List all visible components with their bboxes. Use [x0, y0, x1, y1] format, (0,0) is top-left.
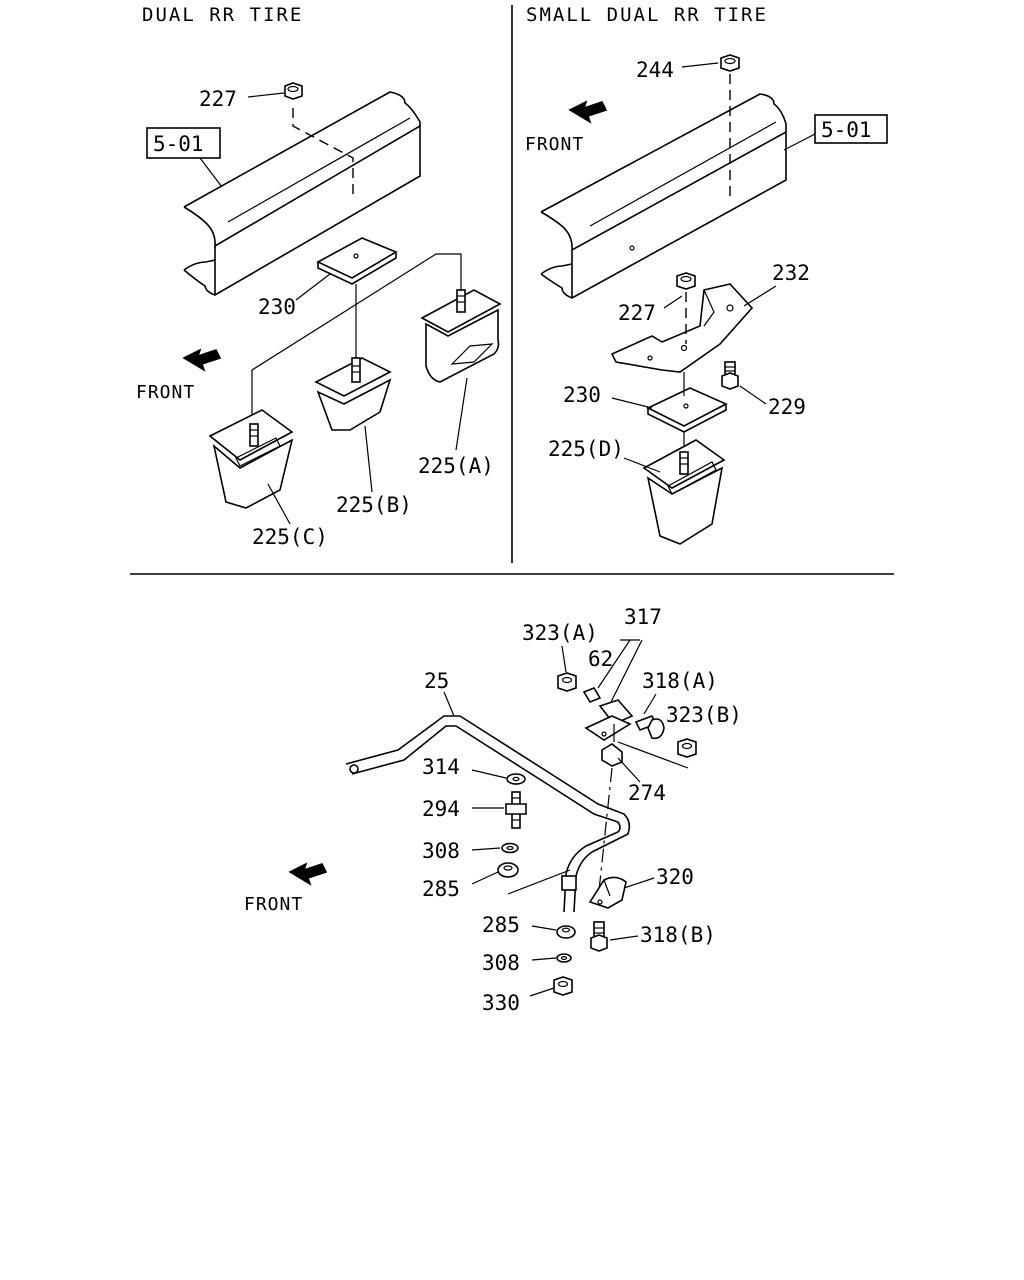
nut-323b: 323(B) — [617, 703, 742, 769]
callout-b320: 320 — [656, 865, 694, 889]
plate-230-right: 230 — [563, 372, 728, 454]
callout-r244: 244 — [636, 58, 674, 82]
bushing-274: 274 — [601, 743, 666, 805]
bushing-285-bottom: 285 — [482, 913, 576, 939]
header-left: DUAL RR TIRE — [142, 4, 303, 26]
stopper-225d: 225(D) — [548, 437, 726, 545]
ref-box-right: 5-01 — [783, 114, 888, 151]
ref-box-left-label: 5-01 — [153, 132, 204, 156]
link-axis — [597, 767, 613, 901]
washer-308-top: 308 — [422, 839, 519, 863]
ref-box-left: 5-01 — [146, 127, 223, 188]
callout-b285a: 285 — [422, 877, 460, 901]
ref-box-right-label: 5-01 — [821, 118, 872, 142]
callout-b294: 294 — [422, 797, 460, 821]
callout-r230: 230 — [563, 383, 601, 407]
plate-230-left: 230 — [258, 237, 398, 358]
bottom-panel: 25 317 323(A) 62 — [244, 605, 742, 1015]
callout-l225b: 225(B) — [336, 493, 412, 517]
front-label-right: FRONT — [525, 134, 584, 155]
callout-b308b: 308 — [482, 951, 520, 975]
callout-r225d: 225(D) — [548, 437, 624, 461]
link-bracket-317: 317 — [597, 605, 662, 709]
bushing-285-top: 285 — [422, 862, 571, 901]
front-arrow-left: FRONT — [136, 348, 222, 403]
nut-227-right: 227 — [618, 272, 696, 344]
frame-rail-right — [540, 93, 787, 299]
callout-b285b: 285 — [482, 913, 520, 937]
front-arrow-right: FRONT — [525, 100, 608, 155]
callout-r227: 227 — [618, 301, 656, 325]
callout-b274: 274 — [628, 781, 666, 805]
washer-314: 314 — [422, 755, 526, 785]
bolt-229: 229 — [721, 361, 806, 419]
callout-b330: 330 — [482, 991, 520, 1015]
stabilizer-bar-25: 25 — [345, 669, 631, 913]
stopper-225c: 225(C) — [208, 409, 328, 549]
callout-b314: 314 — [422, 755, 460, 779]
callout-b318b: 318(B) — [640, 923, 716, 947]
link-rod-294: 294 — [422, 791, 527, 829]
callout-b323a: 323(A) — [522, 621, 598, 645]
front-label-left: FRONT — [136, 382, 195, 403]
callout-l225a: 225(A) — [418, 454, 494, 478]
pin-62: 62 — [582, 647, 613, 703]
left-panel: 5-01 227 230 225(A — [136, 82, 502, 549]
stopper-225a: 225(A) — [251, 253, 502, 478]
header-right: SMALL DUAL RR TIRE — [526, 4, 768, 26]
bolt-318b: 318(B) — [590, 921, 716, 952]
callout-b317: 317 — [624, 605, 662, 629]
nut-330: 330 — [482, 976, 573, 1015]
nut-323a: 323(A) — [522, 621, 598, 692]
clamp-assembly — [584, 699, 634, 742]
callout-b25: 25 — [424, 669, 449, 693]
callout-b323b: 323(B) — [666, 703, 742, 727]
front-arrow-bottom: FRONT — [244, 862, 328, 915]
nut-244: 244 — [636, 54, 740, 196]
frame-rail-left — [183, 91, 421, 296]
bracket-232: 232 — [610, 261, 810, 373]
callout-r229: 229 — [768, 395, 806, 419]
front-label-bottom: FRONT — [244, 894, 303, 915]
callout-r232: 232 — [772, 261, 810, 285]
callout-b62: 62 — [588, 647, 613, 671]
callout-l230: 230 — [258, 295, 296, 319]
right-panel: 5-01 244 FRONT 232 — [525, 54, 888, 545]
callout-b318a: 318(A) — [642, 669, 718, 693]
callout-l225c: 225(C) — [252, 525, 328, 549]
stopper-225b: 225(B) — [314, 357, 412, 517]
bolt-318a: 318(A) — [634, 669, 718, 740]
washer-308-bottom: 308 — [482, 951, 572, 975]
clamp-320: 320 — [588, 865, 694, 909]
nut-227-left: 227 — [199, 82, 354, 198]
callout-b308a: 308 — [422, 839, 460, 863]
callout-l227: 227 — [199, 87, 237, 111]
